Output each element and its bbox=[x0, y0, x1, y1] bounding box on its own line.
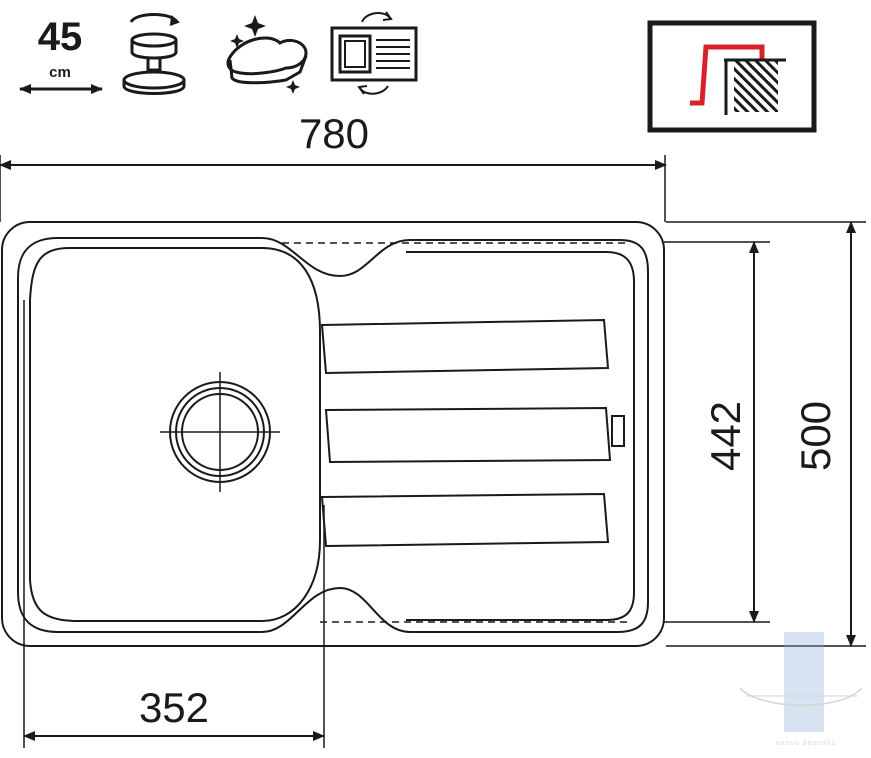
inner-depth-label: 442 bbox=[702, 401, 749, 471]
drainer-groove bbox=[324, 406, 612, 464]
cabinet-width-value: 45 bbox=[38, 15, 83, 59]
drainer-groove bbox=[320, 318, 610, 375]
watermark-logo: vasou dessulis bbox=[739, 632, 863, 747]
drainer-inner-edge bbox=[406, 251, 635, 621]
drainer-groove bbox=[320, 492, 610, 548]
drainer-grooves bbox=[320, 318, 625, 548]
sink-outer-edge bbox=[1, 221, 665, 647]
drain-icon bbox=[160, 372, 280, 492]
cabinet-width-unit: cm bbox=[49, 64, 71, 81]
inner-depth-dimension: 442 bbox=[664, 241, 770, 623]
rotating-drain-knob-icon bbox=[122, 13, 186, 95]
sink-bowl bbox=[29, 247, 321, 622]
reversible-sink-icon bbox=[330, 11, 418, 95]
watermark-text: vasou dessulis bbox=[776, 740, 836, 747]
overall-width-label: 780 bbox=[299, 110, 369, 157]
bowl-width-label: 352 bbox=[139, 684, 209, 731]
overall-depth-dimension: 500 bbox=[666, 221, 866, 647]
bowl-width-dimension: 352 bbox=[23, 300, 325, 748]
overall-depth-label: 500 bbox=[792, 401, 839, 471]
overall-width-dimension: 780 bbox=[0, 110, 667, 222]
sink-rim bbox=[17, 237, 649, 633]
overflow-icon bbox=[611, 415, 625, 447]
sink-outline bbox=[1, 221, 665, 647]
installation-type-icon bbox=[647, 20, 817, 133]
cleaning-sponge-icon bbox=[226, 15, 308, 94]
cabinet-width-indicator: 45 cm bbox=[19, 15, 103, 94]
